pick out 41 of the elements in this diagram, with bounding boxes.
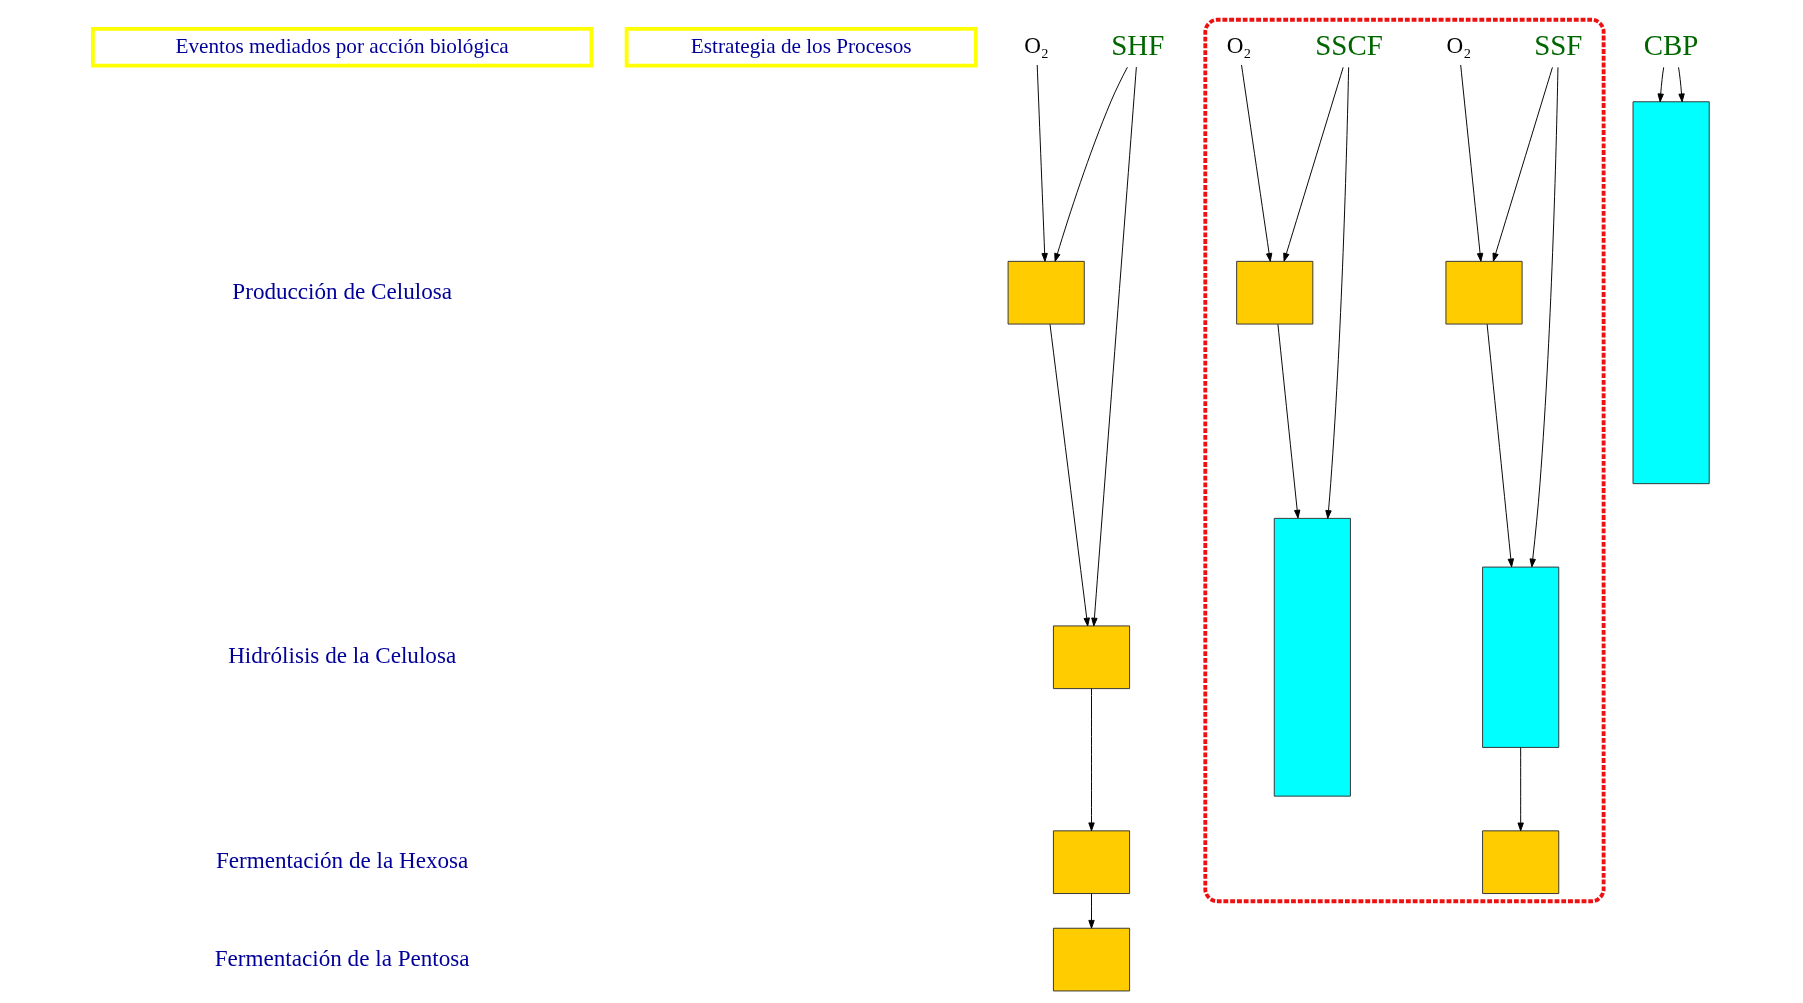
node-text: SHF	[1110, 28, 1164, 61]
node-box	[1632, 101, 1710, 485]
arrow	[1240, 64, 1272, 262]
arrow	[1276, 323, 1300, 519]
node-box	[1007, 260, 1085, 325]
node-box	[1052, 625, 1130, 690]
arrow	[1324, 66, 1349, 519]
node-box	[1481, 566, 1559, 748]
node-text: SSCF	[1314, 28, 1383, 61]
arrow	[1036, 64, 1048, 262]
label: Producción de Celulosa	[231, 277, 452, 304]
arrow	[1090, 66, 1137, 627]
arrow	[1517, 747, 1524, 832]
arrow	[1677, 66, 1685, 103]
label: Hidrólisis de la Celulosa	[227, 642, 456, 669]
arrow	[1486, 323, 1514, 568]
node-box: Eventos mediados por acción biológica	[90, 27, 593, 68]
arrow	[1282, 66, 1344, 262]
node-text: O₂	[1226, 32, 1251, 59]
cluster	[1202, 17, 1606, 904]
node-box	[1052, 830, 1130, 894]
node-box: Estrategia de los Procesos	[624, 27, 978, 68]
arrow	[1529, 66, 1558, 568]
node-box	[1481, 830, 1559, 894]
node-box	[1235, 260, 1313, 325]
arrow	[1053, 66, 1128, 262]
node-box	[1052, 927, 1130, 992]
node-text: O₂	[1023, 32, 1049, 59]
node-text: O₂	[1446, 32, 1471, 59]
arrow	[1459, 64, 1483, 262]
label: Fermentación de la Pentosa	[214, 944, 470, 971]
node-text: CBP	[1643, 28, 1698, 61]
node-text: SSF	[1533, 28, 1582, 61]
arrow	[1087, 688, 1095, 832]
node-box	[1444, 260, 1523, 325]
arrow	[1049, 323, 1090, 627]
arrow	[1657, 66, 1664, 103]
arrow	[1492, 66, 1553, 262]
arrow	[1087, 893, 1095, 929]
node-box	[1273, 517, 1351, 797]
label: Fermentación de la Hexosa	[215, 847, 468, 874]
